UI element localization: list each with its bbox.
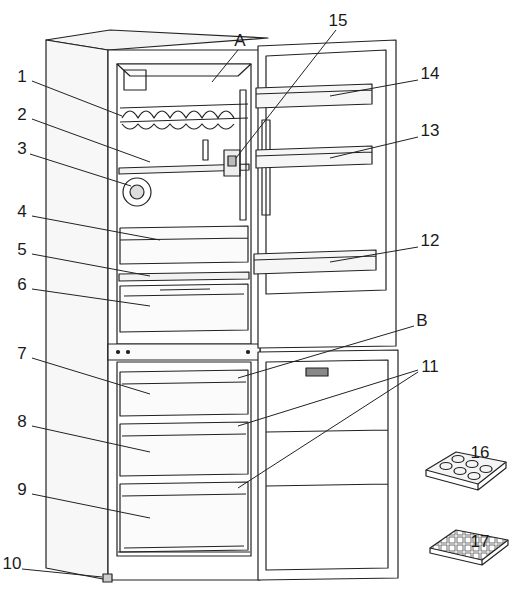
- freezer-drawer: [120, 482, 248, 552]
- shelf-rail: [203, 140, 208, 160]
- crisper-drawer: [120, 284, 248, 332]
- wine-rack: [120, 104, 248, 122]
- freezer-floor: [118, 546, 250, 552]
- callout-number: 13: [421, 122, 440, 139]
- door-bin: [256, 84, 372, 108]
- callout-letter: A: [234, 32, 245, 49]
- callout-number: 10: [3, 555, 22, 572]
- callout-number: 3: [17, 140, 26, 157]
- ice-tray: [430, 530, 508, 565]
- divider-screw: [117, 351, 120, 354]
- chill-box: [120, 226, 248, 264]
- callout-number: 4: [17, 203, 26, 220]
- callout-number: 12: [421, 232, 440, 249]
- freezer-drawer: [120, 370, 248, 416]
- freezer-drawer: [120, 422, 248, 476]
- adjustable-foot: [103, 574, 112, 582]
- divider-screw: [127, 351, 130, 354]
- freezer-door-liner: [266, 360, 388, 570]
- door-bin: [256, 146, 372, 168]
- egg-tray: [426, 452, 506, 490]
- callout-number: 11: [421, 358, 439, 375]
- fridge-compartment: [117, 64, 251, 344]
- callout-number: 5: [17, 241, 26, 258]
- freezer-door: [258, 350, 398, 580]
- control-knob: [228, 156, 236, 166]
- light-box: [124, 70, 146, 90]
- divider-screw: [247, 351, 250, 354]
- callout-number: 9: [17, 481, 26, 498]
- callout-number: 6: [17, 276, 26, 293]
- callout-number: 14: [421, 65, 440, 82]
- wine-rack-bars: [122, 124, 234, 129]
- cabinet-front: [108, 50, 260, 580]
- door-bin: [254, 250, 376, 274]
- fan-hub: [130, 185, 144, 199]
- control-panel: [224, 150, 240, 176]
- callout-number: 17: [471, 533, 490, 550]
- fan: [123, 178, 151, 206]
- shelf-rail: [240, 90, 246, 220]
- freezer-compartment: [117, 362, 251, 556]
- display-panel: [306, 368, 328, 376]
- callout-number: 8: [17, 413, 26, 430]
- callout-number: 16: [471, 444, 490, 461]
- callout-number: 1: [17, 68, 26, 85]
- leader-lines: [22, 30, 418, 577]
- drawer-handle: [160, 289, 210, 290]
- compartment-divider: [108, 344, 260, 360]
- callout-letter: B: [416, 312, 427, 329]
- callout-number: 2: [17, 106, 26, 123]
- callout-number: 15: [329, 12, 348, 29]
- callout-number: 7: [17, 345, 26, 362]
